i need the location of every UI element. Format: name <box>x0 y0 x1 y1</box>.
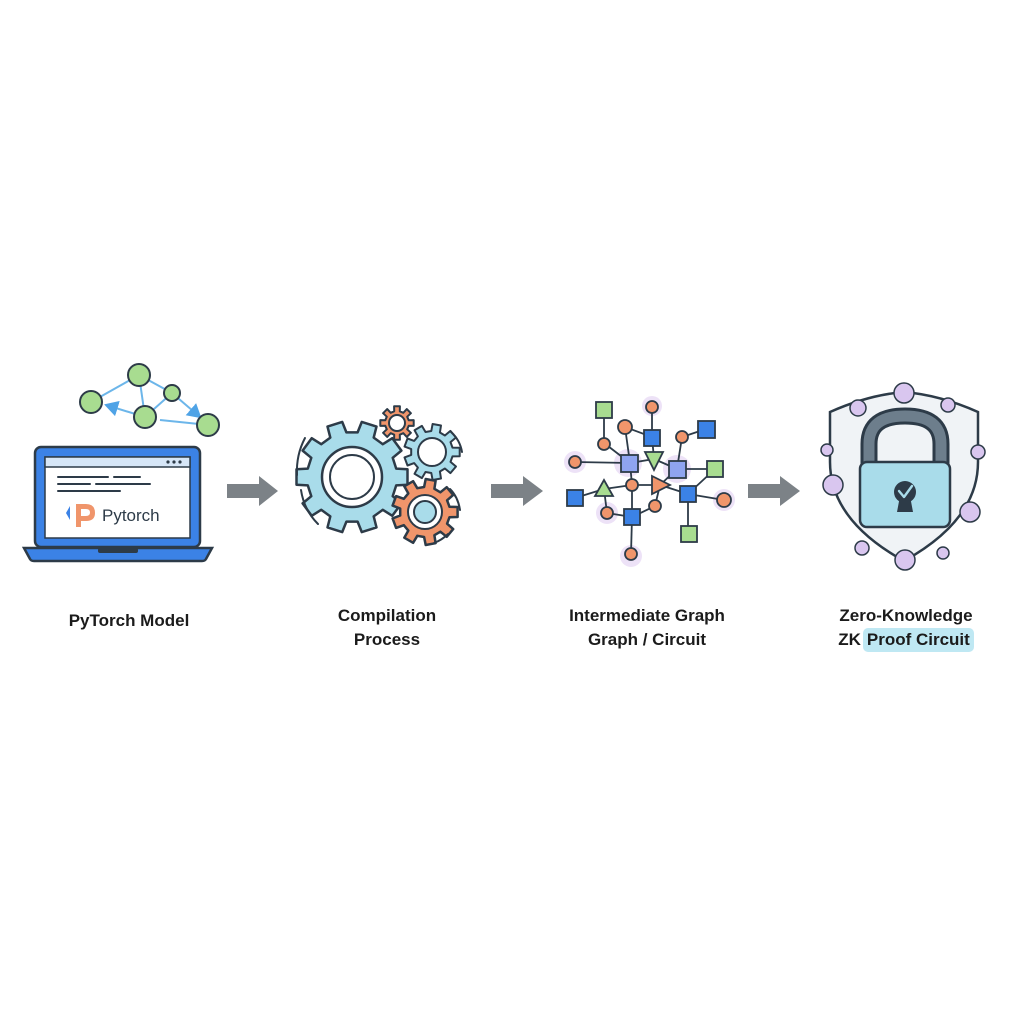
arrow-right-icon <box>748 476 800 506</box>
arrow-right-icon <box>491 476 543 506</box>
code-lines <box>57 476 151 492</box>
stage-label-line: Compilation <box>337 606 437 625</box>
stage-label-line: Process <box>353 630 421 649</box>
stage-label-line: Zero-Knowledge <box>839 606 973 625</box>
stage-label-line: Intermediate Graph <box>569 606 725 625</box>
stage-label-line: Graph / Circuit <box>587 630 707 649</box>
zk-prefix-text: ZK <box>838 630 861 649</box>
circuit-graph-icon <box>564 396 735 567</box>
pytorch-logo-text: Pytorch <box>102 506 160 525</box>
proof-circuit-highlight: Proof Circuit <box>862 628 974 652</box>
laptop-icon: Pytorch <box>21 445 215 563</box>
zk-shield-lock-icon <box>820 382 986 571</box>
stage-label-pytorch-model: PyTorch Model <box>29 609 229 633</box>
pytorch-logo-icon <box>66 504 95 527</box>
stage-label-line: PyTorch Model <box>68 611 190 630</box>
arrow-right-icon <box>227 476 278 506</box>
neural-net-icon <box>79 363 220 437</box>
stage-label-intermediate-graph: Intermediate Graph Graph / Circuit <box>547 604 747 652</box>
stage-label-compilation: Compilation Process <box>287 604 487 652</box>
motion-lines <box>295 431 463 544</box>
gears-icon <box>295 405 463 547</box>
